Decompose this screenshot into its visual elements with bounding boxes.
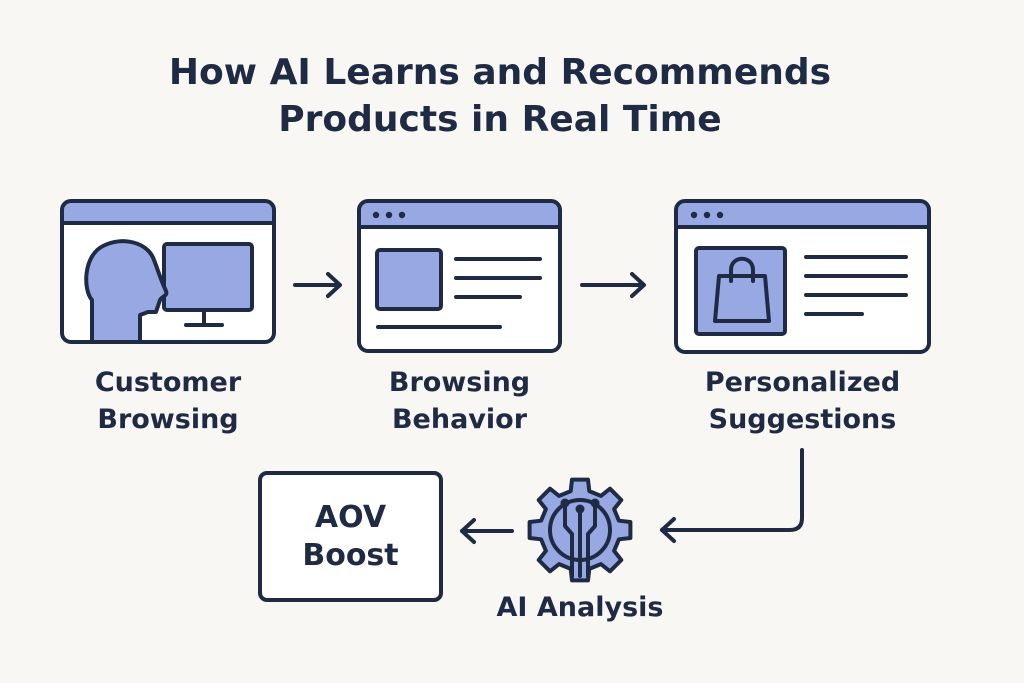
title-line-1: How AI Learns and Recommends xyxy=(168,52,832,93)
step-label-line: Behavior xyxy=(391,404,528,435)
step-label-line: Browsing xyxy=(97,404,239,435)
flow-arrow-right-icon xyxy=(293,272,342,298)
step-label-line: Browsing xyxy=(388,367,531,398)
aov-boost-line: AOV xyxy=(314,500,387,535)
flow-arrow-left-icon xyxy=(460,518,514,544)
person-at-monitor-icon xyxy=(60,199,276,344)
title-line-2: Products in Real Time xyxy=(278,99,722,140)
step-label-ai-analysis: AI Analysis xyxy=(496,592,664,623)
aov-boost-box xyxy=(258,471,443,602)
step-label-customer-browsing: Customer Browsing xyxy=(62,364,274,438)
flow-arrow-left-icon xyxy=(660,448,804,543)
aov-boost-line: Boost xyxy=(302,538,399,573)
step-label-line: Personalized xyxy=(704,367,901,398)
step-label-browsing-behavior: Browsing Behavior xyxy=(359,364,560,438)
shopping-bag-icon xyxy=(674,199,931,354)
step-label-line: Customer xyxy=(94,367,242,398)
step-label-line: Suggestions xyxy=(708,404,897,435)
aov-boost-label: AOV Boost xyxy=(260,499,441,575)
ai-gear-circuit-icon xyxy=(527,477,633,583)
webpage-content-icon xyxy=(357,199,562,353)
flow-arrow-right-icon xyxy=(580,272,646,298)
step-label-personalized-suggestions: Personalized Suggestions xyxy=(666,364,939,438)
